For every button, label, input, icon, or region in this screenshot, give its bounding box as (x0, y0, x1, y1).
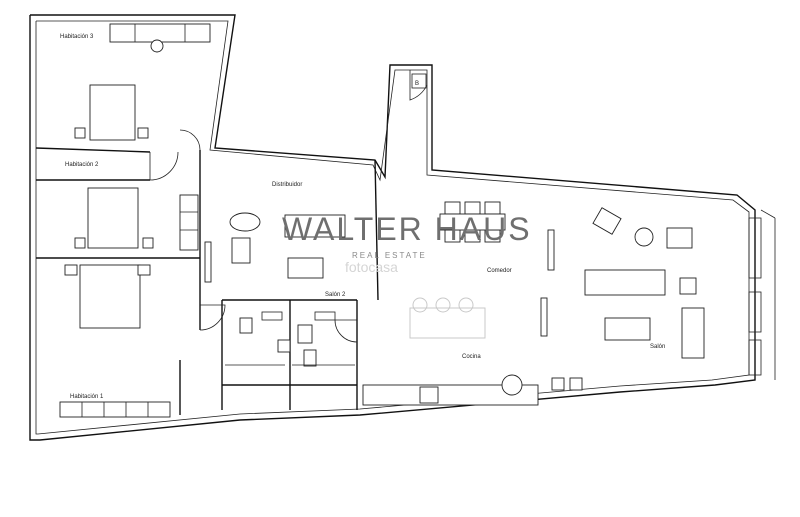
watermark-brand: WALTER HAUS (282, 211, 532, 247)
facade-windows (748, 209, 776, 380)
comedor-furniture (439, 201, 555, 271)
stair-box: B (411, 73, 427, 89)
stair-mark: B (415, 81, 419, 87)
habitacion2-furniture (74, 187, 199, 251)
label-cocina: Cocina (462, 354, 481, 360)
watermark: WALTER HAUS REAL ESTATE fotocasa (282, 211, 532, 275)
watermark-portal: fotocasa (345, 259, 398, 275)
cocina-furniture (362, 297, 583, 406)
label-salon2: Salón 2 (325, 292, 346, 298)
label-habitacion3: Habitación 3 (60, 34, 94, 40)
label-distribuidor: Distribuidor (272, 182, 302, 188)
salon2-furniture (204, 212, 346, 283)
habitacion1-furniture (59, 264, 171, 418)
interior-walls (35, 147, 379, 415)
label-comedor: Comedor (487, 268, 512, 274)
room-labels: Habitación 3 Habitación 2 Habitación 1 D… (60, 34, 665, 400)
watermark-subtitle: REAL ESTATE (352, 251, 427, 260)
outer-walls (29, 14, 756, 441)
bathrooms (225, 311, 355, 367)
label-habitacion1: Habitación 1 (70, 394, 104, 400)
habitacion3-furniture (74, 23, 211, 141)
salon-furniture (584, 207, 705, 359)
label-salon: Salón (650, 344, 665, 350)
label-habitacion2: Habitación 2 (65, 162, 99, 168)
